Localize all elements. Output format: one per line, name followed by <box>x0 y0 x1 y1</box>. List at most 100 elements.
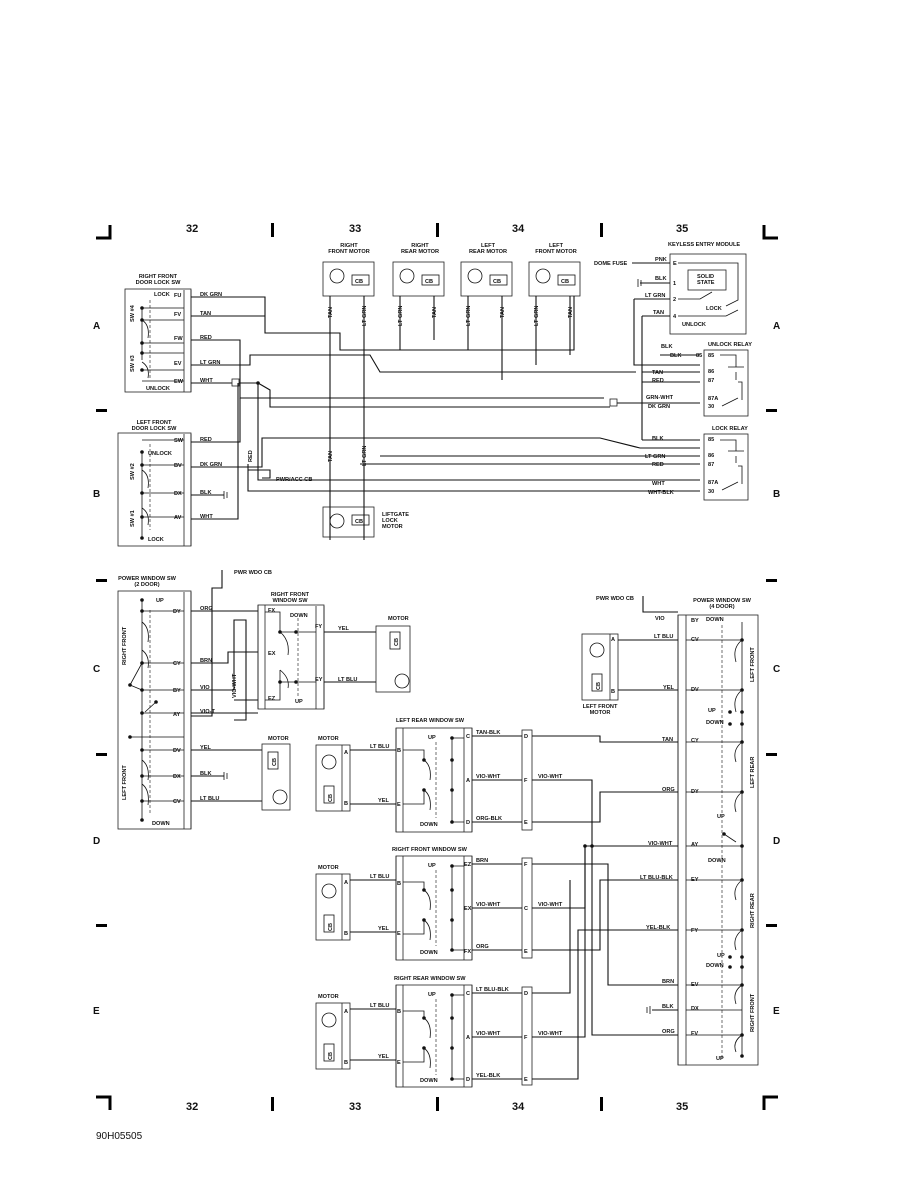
pin-dx: DX <box>174 491 182 497</box>
lr-window-sw: LEFT REAR WINDOW SW MOTOR A B CB UP DOWN… <box>315 718 678 1036</box>
wire-label-tan-blk: TAN-BLK <box>476 730 500 736</box>
pin-a: A <box>466 778 470 784</box>
pin-1: 1 <box>673 281 676 287</box>
pin-e: E <box>673 261 677 267</box>
pin-a: A <box>466 1035 470 1041</box>
rfw-up-label: UP <box>295 699 303 705</box>
pin-by: BY <box>173 688 181 694</box>
wire-label-yel: YEL <box>378 1054 389 1060</box>
wire-label-lt-blu: LT BLU <box>338 677 357 683</box>
unlock-relay: UNLOCK RELAY BLK BLK TAN RED GRN-WHT DK … <box>642 342 752 417</box>
pin-b: B <box>344 931 348 937</box>
wire-label-vio: VIO <box>655 616 665 622</box>
wire-label-lt-grn: LT GRN <box>362 306 368 326</box>
pin-d: D <box>466 1077 470 1083</box>
wire-label-dk-grn: DK GRN <box>200 462 222 468</box>
keyless-module-label: KEYLESS ENTRY MODULE <box>668 242 740 248</box>
wire-label-lt-blu: LT BLU <box>200 796 219 802</box>
pin-dx: DX <box>173 774 181 780</box>
wire-label-blk: BLK <box>655 276 667 282</box>
wire-label-vio-wht: VIO-WHT <box>476 902 501 908</box>
wire-label-blk: BLK <box>200 771 212 777</box>
wire-label-lt-blu: LT BLU <box>370 874 389 880</box>
col-label-35: 35 <box>676 223 688 235</box>
pin-f: F <box>524 1035 528 1041</box>
pin-fy: FY <box>315 624 322 630</box>
up-label: UP <box>428 735 436 741</box>
pin-ev: EV <box>174 361 182 367</box>
keyless-entry-module: KEYLESS ENTRY MODULE DOME FUSE PNK E BLK… <box>594 242 747 440</box>
cb-icon: CB <box>355 519 363 525</box>
wire-label-lt-grn: LT GRN <box>645 454 665 460</box>
wire-label-lt-grn: LT GRN <box>200 360 220 366</box>
col-label-32: 32 <box>186 223 198 235</box>
pin-b: B <box>344 1060 348 1066</box>
wire-label-lt-grn: LT GRN <box>398 306 404 326</box>
wire-label-grn-wht: GRN-WHT <box>646 395 674 401</box>
power-window-sw-2door: POWER WINDOW SW(2 DOOR) UP DOWN RIGHT FR… <box>117 576 192 830</box>
pw-sw-4door-label: POWER WINDOW SW(4 DOOR) <box>693 598 752 610</box>
lock-label-km: LOCK <box>706 306 722 312</box>
up-label: UP <box>716 1056 724 1062</box>
pin-fy: FY <box>691 928 698 934</box>
row-label-a-right: A <box>773 321 780 332</box>
wire-label-vio-wht: VIO-WHT <box>476 774 501 780</box>
col-label-32-bottom: 32 <box>186 1101 198 1113</box>
col-label-33-bottom: 33 <box>349 1101 361 1113</box>
up-label: UP <box>428 992 436 998</box>
wire-label-yel: YEL <box>378 798 389 804</box>
relay-pin-87: 87 <box>708 378 714 384</box>
pin-fx: FX <box>268 608 275 614</box>
wire-label-lt-grn: LT GRN <box>645 293 665 299</box>
down-label: DOWN <box>708 858 726 864</box>
relay-pin-85: 85 <box>708 353 714 359</box>
pin-b: B <box>397 748 401 754</box>
cb-icon: CB <box>328 1052 334 1060</box>
col-label-35-bottom: 35 <box>676 1101 688 1113</box>
pin-e: E <box>397 931 401 937</box>
cb-icon: CB <box>394 638 400 646</box>
wire-label-yel-blk: YEL-BLK <box>646 925 670 931</box>
wire-label-tan: TAN <box>328 307 334 318</box>
row-label-a: A <box>93 321 100 332</box>
power-window-sw-4door: POWER WINDOW SW(4 DOOR) PWR WDO CB VIO B… <box>596 596 759 1066</box>
wire-label-lt-blu: LT BLU <box>370 1003 389 1009</box>
wire-label-lt-grn: LT GRN <box>466 306 472 326</box>
pin-2: 2 <box>673 297 676 303</box>
relay-pin-30: 30 <box>708 404 714 410</box>
relay-pin-30: 30 <box>708 489 714 495</box>
pin-cy: CY <box>691 738 699 744</box>
pin-cy: CY <box>173 661 181 667</box>
unlock-label-2: UNLOCK <box>148 451 172 457</box>
rf-motor: CB <box>322 261 375 297</box>
pin-c: C <box>466 991 470 997</box>
motor-label: MOTOR <box>318 994 339 1000</box>
wire-label-brn: BRN <box>476 858 488 864</box>
pin-fv: FV <box>691 1031 698 1037</box>
wire-label-lt-blu: LT BLU <box>654 634 673 640</box>
lr-motor: CB <box>460 261 513 297</box>
left-front-label: LEFT FRONT <box>122 765 128 800</box>
wire-label-dk-grn: DK GRN <box>648 404 670 410</box>
right-front-label: RIGHT FRONT <box>750 993 756 1032</box>
unlock-label-km: UNLOCK <box>682 322 706 328</box>
wire-label-tan: TAN <box>500 307 506 318</box>
wire-label-yel: YEL <box>338 626 349 632</box>
wire-label-tan: TAN <box>653 310 664 316</box>
right-front-label: RIGHT FRONT <box>122 626 128 665</box>
sw2-label: SW #2 <box>130 463 136 480</box>
rr-window-sw-label: RIGHT REAR WINDOW SW <box>394 976 466 982</box>
wire-label-red: RED <box>652 462 664 468</box>
wire-label-vio-wht: VIO-WHT <box>538 774 563 780</box>
lf-motor: CB <box>528 261 581 297</box>
rf-window-motor: MOTOR CB <box>375 616 411 693</box>
cb-icon: CB <box>355 279 363 285</box>
row-label-d: D <box>93 836 100 847</box>
